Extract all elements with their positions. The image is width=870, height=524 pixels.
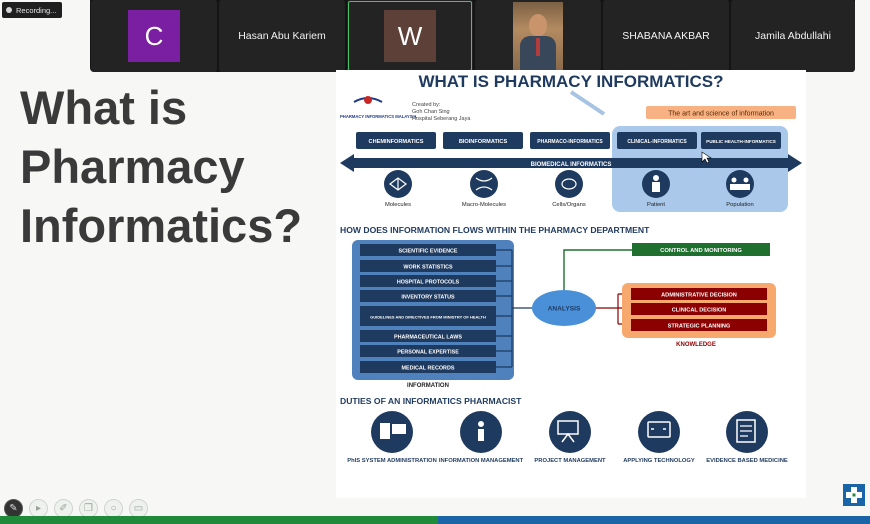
flow-connectors (496, 249, 532, 368)
svg-text:APPLYING TECHNOLOGY: APPLYING TECHNOLOGY (623, 458, 695, 464)
tagline: The art and science of information (668, 111, 774, 118)
field-label: PUBLIC HEALTH-INFORMATICS (706, 139, 776, 144)
footer-bar-green (0, 516, 438, 524)
participant-name: Jamila Abdullahi (755, 30, 831, 42)
information-inputs: SCIENTIFIC EVIDENCE WORK STATISTICS HOSP… (360, 244, 496, 373)
duties-heading: DUTIES OF AN INFORMATICS PHARMACIST (340, 396, 522, 406)
analysis-node (532, 290, 596, 326)
cursor-icon (701, 151, 712, 164)
svg-text:Population: Population (726, 202, 753, 208)
svg-text:STRATEGIC PLANNING: STRATEGIC PLANNING (668, 324, 731, 330)
recording-badge[interactable]: Recording... (2, 2, 63, 18)
field-label: CHEMINFORMATICS (369, 139, 424, 145)
hospital-logo-icon (843, 484, 865, 506)
tagline-box (646, 106, 796, 119)
edit-icon[interactable]: ✐ (54, 498, 73, 518)
participant-video (513, 2, 563, 70)
evidence-medicine-icon (726, 411, 768, 453)
pointer-arrow (569, 90, 606, 116)
zoom-icon[interactable]: ○ (104, 498, 123, 518)
participant-tile-hasan[interactable]: Hasan Abu Kariem (219, 0, 345, 72)
svg-text:PhIS SYSTEM ADMINISTRATION: PhIS SYSTEM ADMINISTRATION (347, 458, 437, 464)
org-name: PHARMACY INFORMATICS MALAYSIA (340, 114, 417, 119)
svg-text:PHARMACEUTICAL LAWS: PHARMACEUTICAL LAWS (394, 335, 462, 341)
svg-text:SCIENTIFIC EVIDENCE: SCIENTIFIC EVIDENCE (398, 249, 457, 255)
annotation-toolbar: ✎ ▸ ✐ ❐ ○ ▭ (0, 498, 148, 518)
participant-tile-shabana[interactable]: SHABANA AKBAR (603, 0, 729, 72)
technology-icon (638, 411, 680, 453)
hospital: Hospital Seberang Jaya (412, 116, 471, 122)
author: Goh Chan Sing (412, 109, 450, 115)
infographic: WHAT IS PHARMACY INFORMATICS? PHARMACY I… (336, 70, 806, 498)
svg-text:CLINICAL DECISION: CLINICAL DECISION (672, 308, 727, 314)
duty-icons (371, 411, 768, 453)
copy-icon[interactable]: ❐ (79, 498, 98, 518)
svg-text:PROJECT MANAGEMENT: PROJECT MANAGEMENT (534, 458, 606, 464)
svg-text:EVIDENCE BASED MEDICINE: EVIDENCE BASED MEDICINE (706, 458, 788, 464)
svg-text:Molecules: Molecules (385, 202, 411, 208)
participant-tile-w[interactable]: W (347, 0, 473, 72)
pen-icon[interactable]: ✎ (4, 498, 23, 518)
present-icon[interactable]: ▭ (129, 498, 148, 518)
duty-labels: PhIS SYSTEM ADMINISTRATION INFORMATION M… (347, 458, 788, 464)
record-icon (6, 7, 12, 13)
svg-text:HOSPITAL PROTOCOLS: HOSPITAL PROTOCOLS (397, 280, 460, 286)
participant-tile-video[interactable] (475, 0, 601, 72)
scale-icons: Molecules Macro-Molecules Cells/Organs P… (384, 170, 754, 208)
participant-tile-jamila[interactable]: Jamila Abdullahi (731, 0, 855, 72)
participant-strip: C Hasan Abu Kariem W SHABANA AKBAR Jamil… (90, 0, 855, 72)
svg-text:INVENTORY STATUS: INVENTORY STATUS (401, 295, 455, 301)
project-management-icon (549, 411, 591, 453)
recording-label: Recording... (16, 5, 57, 15)
control-box (632, 243, 770, 256)
participant-avatar: C (128, 10, 180, 62)
participant-tile-c[interactable]: C (91, 0, 217, 72)
analysis-label: ANALYSIS (548, 306, 581, 313)
participant-avatar: W (384, 10, 436, 62)
svg-text:MEDICAL RECORDS: MEDICAL RECORDS (402, 366, 455, 372)
svg-text:ADMINISTRATIVE DECISION: ADMINISTRATIVE DECISION (661, 293, 737, 299)
infographic-heading: WHAT IS PHARMACY INFORMATICS? (418, 72, 723, 91)
control-label: CONTROL AND MONITORING (660, 248, 742, 254)
biomedical-arrow: BIOMEDICAL INFORMATICS (340, 154, 802, 172)
cells-icon (555, 170, 583, 198)
svg-text:INFORMATION MANAGEMENT: INFORMATION MANAGEMENT (439, 458, 524, 464)
field-label: CLINICAL-INFORMATICS (627, 139, 687, 145)
field-label: BIOINFORMATICS (459, 139, 508, 145)
org-logo (353, 96, 383, 104)
field-label: PHARMACO-INFORMATICS (537, 139, 603, 145)
infographic-canvas: WHAT IS PHARMACY INFORMATICS? PHARMACY I… (340, 72, 802, 464)
participant-name: SHABANA AKBAR (622, 30, 710, 42)
macromolecule-icon (470, 170, 498, 198)
svg-text:Patient: Patient (647, 202, 665, 208)
control-connector (563, 249, 632, 290)
svg-text:Macro-Molecules: Macro-Molecules (462, 202, 506, 208)
svg-text:WORK STATISTICS: WORK STATISTICS (403, 265, 453, 271)
participant-name: Hasan Abu Kariem (238, 30, 326, 42)
decision-boxes: ADMINISTRATIVE DECISION CLINICAL DECISIO… (631, 288, 767, 331)
created-by: Created by: (412, 102, 441, 108)
flow-heading: HOW DOES INFORMATION FLOWS WITHIN THE PH… (340, 225, 650, 235)
field-boxes: CHEMINFORMATICS BIOINFORMATICS PHARMACO-… (356, 132, 781, 149)
svg-text:GUIDELINES AND DIRECTIVES FROM: GUIDELINES AND DIRECTIVES FROM MINISTRY … (370, 315, 486, 320)
information-label: INFORMATION (407, 383, 449, 389)
arrow-label: BIOMEDICAL INFORMATICS (531, 162, 612, 168)
play-icon[interactable]: ▸ (29, 498, 48, 518)
svg-text:Cells/Organs: Cells/Organs (552, 202, 586, 208)
knowledge-label: KNOWLEDGE (676, 342, 716, 348)
svg-text:PERSONAL EXPERTISE: PERSONAL EXPERTISE (397, 350, 459, 356)
footer-bar-blue (438, 516, 870, 524)
slide-title: What is Pharmacy Informatics? (20, 81, 303, 252)
